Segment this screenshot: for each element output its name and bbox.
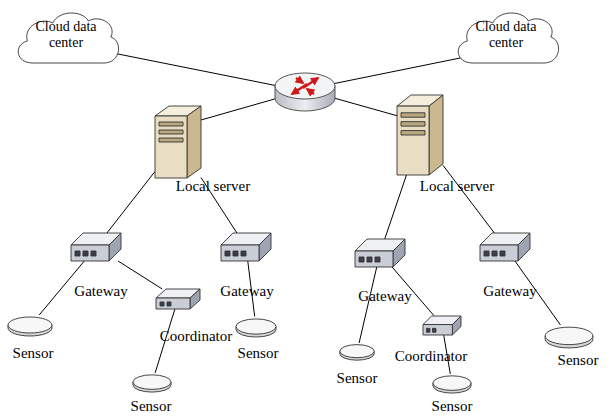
sensor-node: Sensor: [132, 373, 172, 393]
sensor-node: Sensor: [339, 343, 375, 361]
coordinator-front: [156, 298, 190, 309]
cloud-outline: [18, 13, 118, 63]
sensor-label: Sensor: [13, 345, 54, 361]
server-front: [155, 116, 187, 178]
sensor-node: Sensor: [235, 317, 277, 338]
sensor-node: Sensor: [432, 374, 472, 394]
server-label: Local server: [176, 178, 251, 194]
gateway-node: Gateway: [221, 233, 271, 261]
coordinator-side: [190, 289, 200, 309]
gateway-label: Gateway: [74, 283, 127, 299]
coordinator-node: Coordinator: [156, 289, 200, 309]
sensor-label: Sensor: [131, 398, 172, 414]
coordinator-label: Coordinator: [395, 348, 468, 364]
gateway-side: [109, 233, 121, 261]
coordinator-front: [423, 324, 452, 334]
gateway-ports: [225, 251, 246, 256]
sensor-label: Sensor: [558, 352, 599, 368]
router-arrow: [303, 78, 318, 88]
server-node: Local server: [155, 106, 201, 178]
gateway-node: Gateway: [355, 239, 405, 267]
sensor-label: Sensor: [432, 398, 473, 414]
gateway-front: [221, 245, 259, 261]
server-node: Local server: [397, 95, 443, 175]
coordinator-node: Coordinator: [423, 316, 461, 335]
coordinator-ports: [160, 302, 171, 306]
sensor-top: [545, 327, 593, 344]
edge-layer: [39, 165, 560, 374]
router-arrow: [296, 78, 303, 83]
sensor-label: Sensor: [238, 345, 279, 361]
gateway-side: [518, 233, 530, 261]
coordinator-icon: [423, 316, 461, 335]
gateway-node: Gateway: [71, 233, 121, 261]
uplink-wire: [201, 98, 278, 120]
server-slot: [159, 130, 183, 134]
gateway-front: [480, 245, 518, 261]
network-link: [443, 165, 494, 233]
sensor-icon: [132, 373, 172, 393]
sensor-top: [236, 318, 276, 333]
sensor-icon: [339, 343, 375, 361]
server-icon: [155, 106, 201, 178]
coordinator-label: Coordinator: [160, 328, 233, 344]
server-slot: [401, 113, 425, 117]
coordinator-icon: [156, 289, 200, 309]
server-slot: [401, 131, 425, 135]
sensor-icon: [432, 374, 472, 394]
sensor-icon: [235, 317, 277, 338]
gateway-side: [259, 233, 271, 261]
router-symbol: [275, 73, 335, 111]
server-icon: [397, 95, 443, 175]
cloud-outline: [458, 13, 558, 63]
gateway-icon: [71, 233, 121, 261]
router-arrow: [307, 89, 314, 94]
cloud-node: Cloud data center: [450, 7, 562, 69]
coordinator-side: [452, 316, 461, 335]
uplink-wire: [334, 98, 398, 116]
gateway-label: Gateway: [220, 283, 273, 299]
sensor-icon: [7, 315, 53, 337]
cloud-label: Cloud data center: [24, 19, 108, 51]
server-side: [187, 106, 201, 178]
sensor-top: [340, 345, 374, 358]
sensor-top: [8, 317, 52, 333]
sensor-top: [433, 376, 471, 391]
network-link: [107, 171, 155, 233]
server-front: [397, 106, 429, 175]
network-link: [385, 175, 407, 239]
server-slot: [159, 138, 183, 142]
gateway-node: Gateway: [480, 233, 530, 261]
gateway-ports: [359, 257, 380, 262]
server-side: [429, 95, 443, 175]
cloud-node: Cloud data center: [10, 7, 122, 69]
router-arrow: [292, 84, 307, 94]
gateway-icon: [480, 233, 530, 261]
gateway-front: [355, 251, 393, 267]
gateway-front: [71, 245, 109, 261]
gateway-label: Gateway: [483, 283, 536, 299]
network-link: [359, 267, 377, 343]
sensor-top: [133, 375, 171, 390]
gateway-side: [393, 239, 405, 267]
uplink-wire: [332, 56, 470, 84]
server-slot: [159, 122, 183, 126]
coordinator-ports: [426, 328, 436, 332]
server-slot: [401, 122, 425, 126]
sensor-icon: [544, 325, 594, 349]
router-top: [275, 73, 335, 99]
gateway-ports: [484, 251, 505, 256]
sensor-label: Sensor: [337, 370, 378, 386]
gateway-label: Gateway: [358, 288, 411, 304]
sensor-node: Sensor: [544, 325, 594, 349]
sensor-node: Sensor: [7, 315, 53, 337]
gateway-ports: [75, 251, 96, 256]
server-label: Local server: [420, 178, 495, 194]
cloud-label: Cloud data center: [464, 19, 548, 51]
gateway-icon: [221, 233, 271, 261]
uplink-wire: [108, 52, 278, 86]
gateway-icon: [355, 239, 405, 267]
